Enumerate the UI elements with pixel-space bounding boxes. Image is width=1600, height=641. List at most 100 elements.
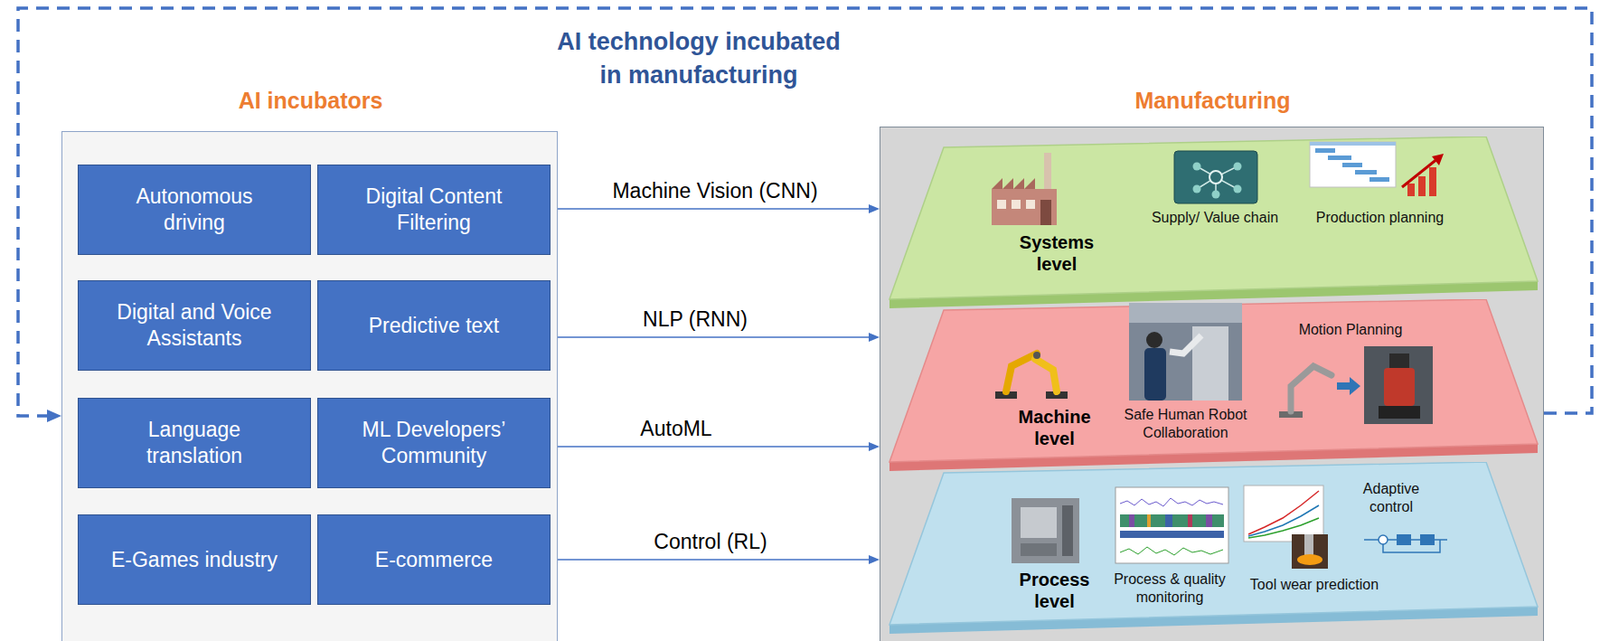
tool-ground (1291, 534, 1328, 569)
growth-bar (1407, 183, 1415, 197)
machine-level-plane: Machine levelSafe Human Robot Collaborat… (884, 299, 1541, 476)
edge-label-slot: AutoML (639, 416, 714, 443)
gantt-bar (1369, 177, 1390, 182)
signal-band (1205, 514, 1213, 528)
network-panel (1174, 150, 1258, 204)
factory-window (1025, 199, 1036, 209)
arrowhead (868, 204, 880, 214)
network-links (1196, 166, 1238, 193)
connector-line (557, 336, 871, 339)
panel-heading: AI incubators (238, 86, 384, 114)
panel-heading: Manufacturing (1134, 86, 1290, 114)
tool-sparks (1297, 554, 1323, 565)
incubator-box: Autonomous driving (77, 164, 311, 255)
edge-label: NLP (RNN) (642, 307, 748, 333)
network-node (1193, 162, 1202, 171)
text-slot: Manufacturing (880, 86, 1545, 114)
plane-shape (884, 299, 1541, 476)
incubator-box: E-commerce (317, 514, 551, 605)
text-slot: AI incubators (62, 86, 559, 114)
plane-surface (889, 299, 1538, 462)
tool-shank (1304, 534, 1314, 556)
growth-chart-icon (1402, 153, 1444, 197)
box-label: Language translation (106, 416, 283, 470)
box-label: ML Developers’ Community (346, 416, 523, 470)
box-label: Autonomous driving (106, 183, 283, 236)
factory-chimney (1044, 152, 1052, 189)
signal-band (1165, 514, 1173, 528)
photo-ceiling (1129, 302, 1243, 323)
text-slot: Process level (1002, 568, 1107, 612)
signal-band (1120, 530, 1224, 538)
systems-level-plane: Systems level Supply/ Value chain Producti… (884, 136, 1541, 313)
box-label: Digital and Voice Assistants (106, 299, 283, 352)
incubator-box: ML Developers’ Community (317, 397, 551, 489)
factory-icon (991, 152, 1057, 226)
mobile-robot (1383, 367, 1415, 406)
growth-bar (1418, 176, 1426, 197)
incubator-box: Predictive text (317, 280, 551, 371)
signal-band (1187, 514, 1193, 528)
network-node (1193, 185, 1202, 194)
machine-base (1020, 543, 1057, 556)
connector-line (557, 445, 871, 448)
robot-base (1378, 405, 1421, 419)
level-label: Process level (1002, 568, 1107, 612)
growth-arrowhead (1431, 153, 1444, 166)
gantt-header (1309, 141, 1396, 146)
growth-arrow (1402, 158, 1439, 188)
machine-window (1020, 507, 1057, 538)
level-label: Systems level (1007, 231, 1107, 275)
transition-arrow (1336, 376, 1361, 396)
robot-head (1389, 353, 1410, 368)
text-slot: Supply/ Value chain (1138, 208, 1292, 227)
industrial-robot-icon (995, 351, 1068, 399)
arrowhead (47, 409, 62, 423)
chart-frame (1243, 485, 1324, 542)
factory-wall (991, 188, 1057, 226)
signal-band (1120, 514, 1224, 528)
control-block (1396, 534, 1412, 546)
tool-wear-chart (1243, 485, 1324, 542)
factory-door (1040, 199, 1052, 226)
plane-shape (884, 461, 1541, 639)
level-label: Machine level (1002, 405, 1107, 450)
robot-arm (1169, 335, 1202, 354)
growth-bar (1429, 167, 1437, 197)
box-label: Predictive text (368, 312, 499, 339)
wear-curve (1248, 505, 1319, 537)
text-slot: Tool wear prediction (1242, 575, 1387, 594)
process-level-plane: Process levelProcess & quality monitorin… (884, 461, 1541, 639)
text-slot: Production planning (1300, 208, 1459, 227)
text-slot: Systems level (1007, 231, 1107, 275)
incubator-box: Digital and Voice Assistants (77, 280, 311, 371)
person-head (1146, 331, 1163, 349)
control-block (1420, 534, 1435, 546)
machine-tool-photo (1011, 498, 1080, 564)
arrowhead (868, 555, 880, 565)
signal-trace (1120, 546, 1224, 556)
factory-window (1011, 199, 1021, 209)
flow-connector (557, 442, 880, 452)
person-body (1144, 348, 1167, 401)
photo-ground (1129, 302, 1243, 401)
icon-caption: Production planning (1316, 208, 1444, 227)
text-slot: Process & quality monitoring (1101, 570, 1238, 607)
arrowhead (868, 332, 880, 342)
robot-arm (1035, 358, 1057, 392)
gantt-bar (1355, 169, 1377, 175)
tool-photo (1291, 534, 1328, 569)
machine-body (1011, 498, 1080, 564)
edge-label: Control (RL) (653, 529, 767, 556)
icon-caption: Safe Human Robot Collaboration (1110, 405, 1261, 443)
incubator-box: E-Games industry (77, 514, 311, 605)
box-label: E-Games industry (111, 546, 278, 574)
gantt-frame (1309, 141, 1396, 188)
edge-label-slot: NLP (RNN) (641, 307, 749, 333)
diagram-title: AI technology incubated in manufacturing (549, 25, 848, 93)
factory-roof (991, 178, 1036, 189)
edge-label: AutoML (640, 416, 712, 443)
box-label: Digital Content Filtering (346, 183, 523, 236)
icon-caption: Supply/ Value chain (1151, 208, 1279, 227)
robot-gripper (1033, 351, 1041, 359)
